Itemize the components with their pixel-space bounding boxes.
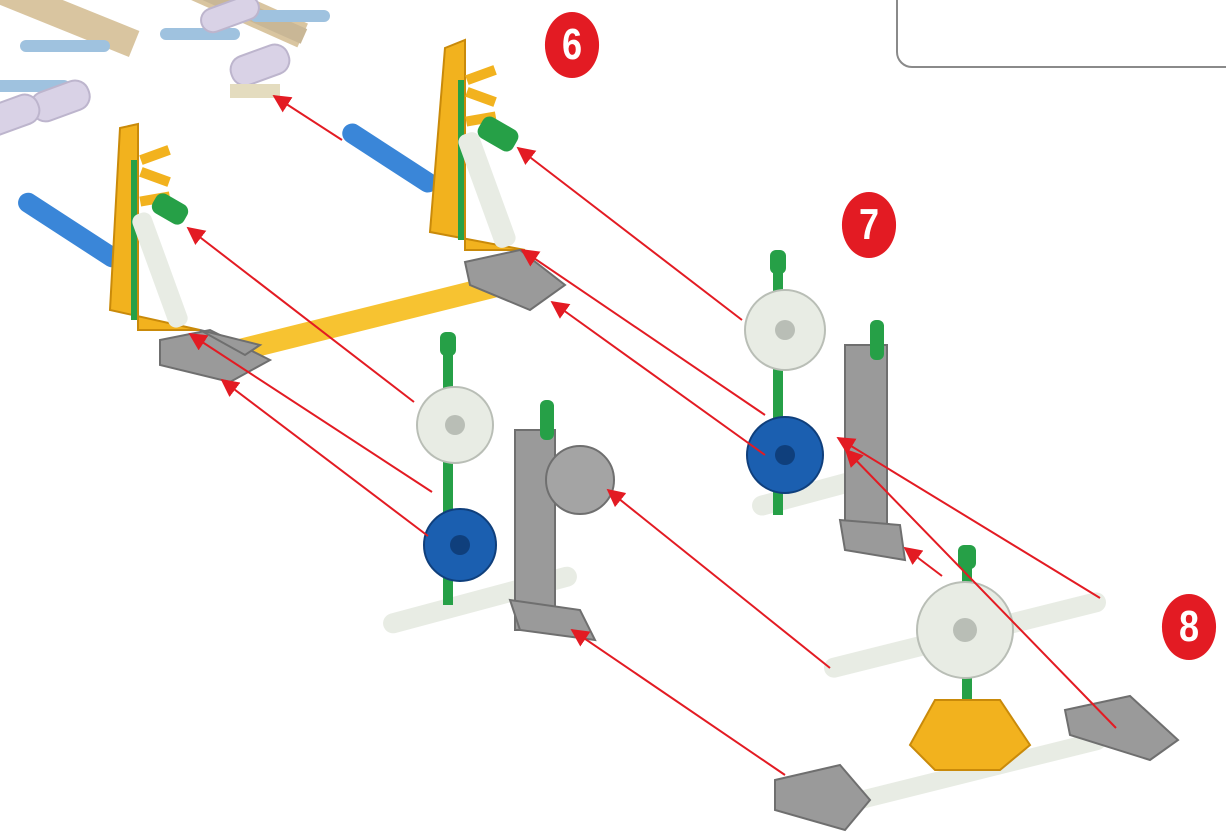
gear-assembly-right	[744, 250, 907, 562]
yellow-rod	[184, 275, 506, 373]
yellow-connector-right	[428, 38, 567, 312]
gear-assembly-step-8	[774, 545, 1180, 832]
blue-rods	[18, 123, 438, 268]
yellow-connector-left	[108, 122, 201, 331]
callout-box	[896, 0, 1226, 68]
step-number-badge: 7	[841, 192, 897, 258]
chassis-assembly-fragment	[0, 0, 330, 137]
step-number-badge: 6	[544, 12, 600, 78]
gear-assembly-center	[383, 332, 615, 642]
arrow-icon	[186, 95, 1117, 776]
step-number-badge: 8	[1161, 594, 1217, 660]
